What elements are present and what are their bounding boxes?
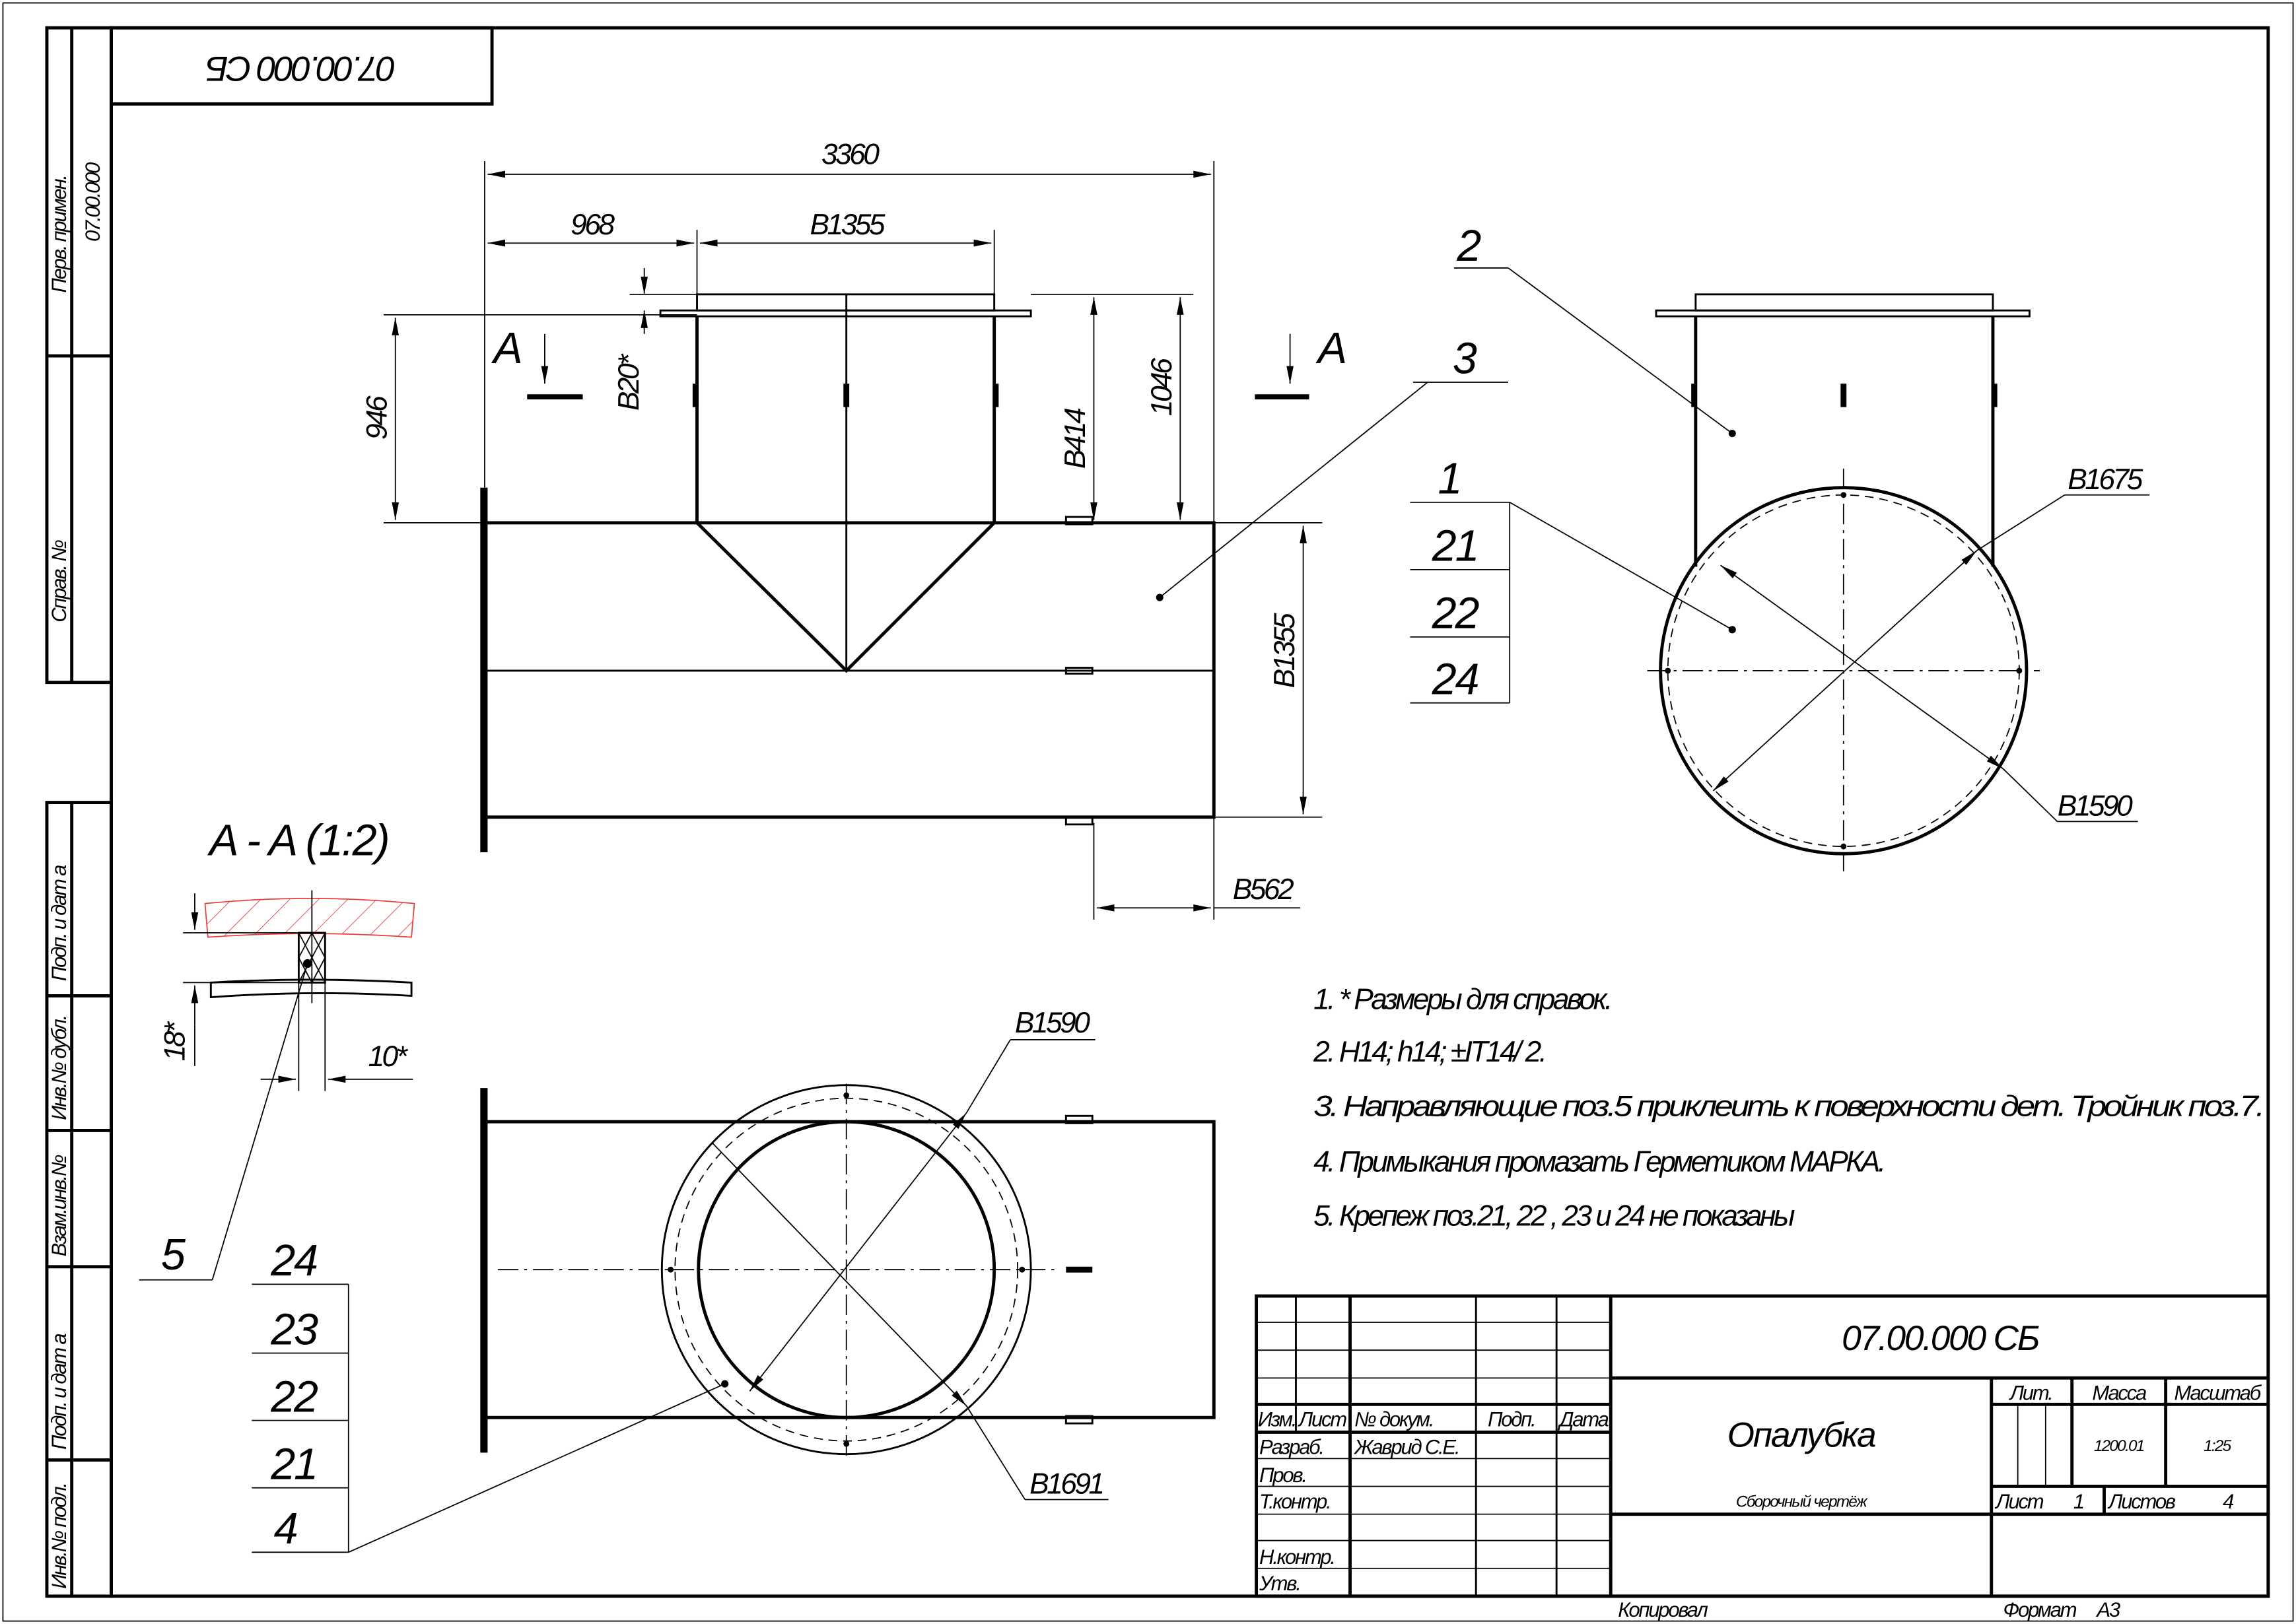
side-view: B1675 B1590 2 1 21 22 24 xyxy=(1410,222,2150,871)
dim-20: B20* xyxy=(613,353,645,411)
mass-value: 1200.01 xyxy=(2094,1437,2144,1455)
col-doc: № докум. xyxy=(1354,1408,1433,1431)
product-name: Опалубка xyxy=(1727,1416,1875,1455)
document-type: Сборочный чертёж xyxy=(1736,1493,1868,1511)
section-title: A - A (1:2) xyxy=(207,816,388,865)
col-list: Лист xyxy=(1298,1408,1346,1431)
position-label: 23 xyxy=(270,1305,318,1354)
sheet-value: 1 xyxy=(2073,1490,2083,1513)
podp-data-2: Подп. и дат а xyxy=(48,1334,71,1450)
prov-label: Пров. xyxy=(1259,1464,1306,1487)
dim-1590-side: B1590 xyxy=(2058,790,2133,823)
position-5: 5 xyxy=(161,1231,186,1279)
dim-414: B414 xyxy=(1059,409,1092,469)
inv-dubl: Инв.№ дубл. xyxy=(48,1016,71,1120)
perv-primen-value: 07.00.000 xyxy=(81,162,104,242)
section-a-a: A - A (1:2) 18* 10* 5 xyxy=(139,816,415,1281)
dim-1046: 1046 xyxy=(1146,358,1178,416)
dim-10: 10* xyxy=(368,1040,408,1073)
dim-946: 946 xyxy=(361,395,393,440)
sprav-label: Справ. № xyxy=(48,540,71,623)
dim-1590-bottom: B1590 xyxy=(1015,1007,1090,1039)
position-label: 24 xyxy=(1432,655,1478,704)
technical-notes: 1. * Размеры для справок. 2. H14; h14; ±… xyxy=(1313,983,2264,1233)
dim-968: 968 xyxy=(571,209,615,241)
utv-label: Утв. xyxy=(1259,1572,1300,1595)
scale-label: Масштаб xyxy=(2174,1382,2262,1405)
sheet-label: Лист xyxy=(1994,1490,2043,1513)
nkontr-label: Н.контр. xyxy=(1259,1545,1335,1569)
dim-562: B562 xyxy=(1233,873,1294,906)
position-label: 22 xyxy=(1432,590,1480,638)
dim-1691: B1691 xyxy=(1029,1468,1102,1501)
dim-18: 18* xyxy=(158,1021,191,1061)
designation: 07.00.000 СБ xyxy=(1842,1319,2039,1358)
position-label: 22 xyxy=(270,1372,318,1421)
note-2: 2. H14; h14; ±IT14/ 2. xyxy=(1313,1036,1545,1068)
perv-primen-label: Перв. примен. xyxy=(48,176,71,292)
position-3: 3 xyxy=(1453,335,1477,384)
side-strip: Перв. примен. 07.00.000 Справ. № Подп. и… xyxy=(45,26,113,1598)
dim-1355-right: B1355 xyxy=(1269,613,1301,688)
position-2: 2 xyxy=(1456,222,1481,271)
position-label: 21 xyxy=(1432,522,1478,571)
side-position-stack: 1 21 22 24 xyxy=(1410,455,1733,704)
mass-label: Масса xyxy=(2092,1382,2147,1405)
bottom-position-stack: 24 23 22 21 4 xyxy=(252,1236,726,1553)
format-value: A3 xyxy=(2095,1598,2120,1621)
razrab-name: Жаврид С.Е. xyxy=(1353,1436,1459,1459)
position-label: 21 xyxy=(270,1440,317,1489)
sheets-value: 4 xyxy=(2223,1490,2234,1513)
section-mark-right: A xyxy=(1315,324,1346,373)
tkontr-label: Т.контр. xyxy=(1259,1490,1330,1513)
section-mark-left: A xyxy=(491,324,521,373)
front-view: 3360 968 B1355 946 B20* B414 1046 B1355 … xyxy=(361,138,1508,920)
top-stamp: 07.00.000 СБ xyxy=(110,26,494,106)
podp-data-1: Подп. и дат а xyxy=(48,865,71,981)
note-1: 1. * Размеры для справок. xyxy=(1313,983,1611,1015)
format-label: Формат xyxy=(2003,1598,2077,1621)
col-izm: Изм. xyxy=(1258,1408,1296,1431)
position-label: 1 xyxy=(1438,455,1461,504)
razrab-label: Разраб. xyxy=(1259,1436,1323,1459)
scale-value: 1:25 xyxy=(2204,1437,2232,1455)
lit-label: Лит. xyxy=(2009,1382,2052,1405)
title-block: 07.00.000 СБ Опалубка Сборочный чертёж И… xyxy=(1255,1294,2270,1621)
dim-1675: B1675 xyxy=(2068,463,2143,496)
note-5: 5. Крепеж поз.21, 22 , 23 и 24 не показа… xyxy=(1313,1200,1795,1233)
col-podp: Подп. xyxy=(1488,1408,1535,1431)
position-label: 24 xyxy=(270,1236,317,1285)
inv-podl: Инв.№ подл. xyxy=(48,1483,71,1589)
top-stamp-designation: 07.00.000 СБ xyxy=(207,49,396,88)
dim-1355-top: B1355 xyxy=(810,209,885,241)
note-4: 4. Примыкания промазать Герметиком МАРКА… xyxy=(1313,1146,1884,1178)
copied-label: Копировал xyxy=(1618,1598,1708,1621)
col-date: Дата xyxy=(1558,1408,1609,1431)
sheets-label: Листов xyxy=(2107,1490,2176,1513)
dim-3360: 3360 xyxy=(821,138,880,170)
vzam-inv: Взам.инв.№ xyxy=(48,1155,71,1256)
position-label: 4 xyxy=(274,1505,297,1553)
bottom-view: B1590 B1691 24 23 22 21 4 xyxy=(252,1007,1216,1553)
note-3: 3. Направляющие поз.5 приклеить к поверх… xyxy=(1313,1090,2262,1122)
